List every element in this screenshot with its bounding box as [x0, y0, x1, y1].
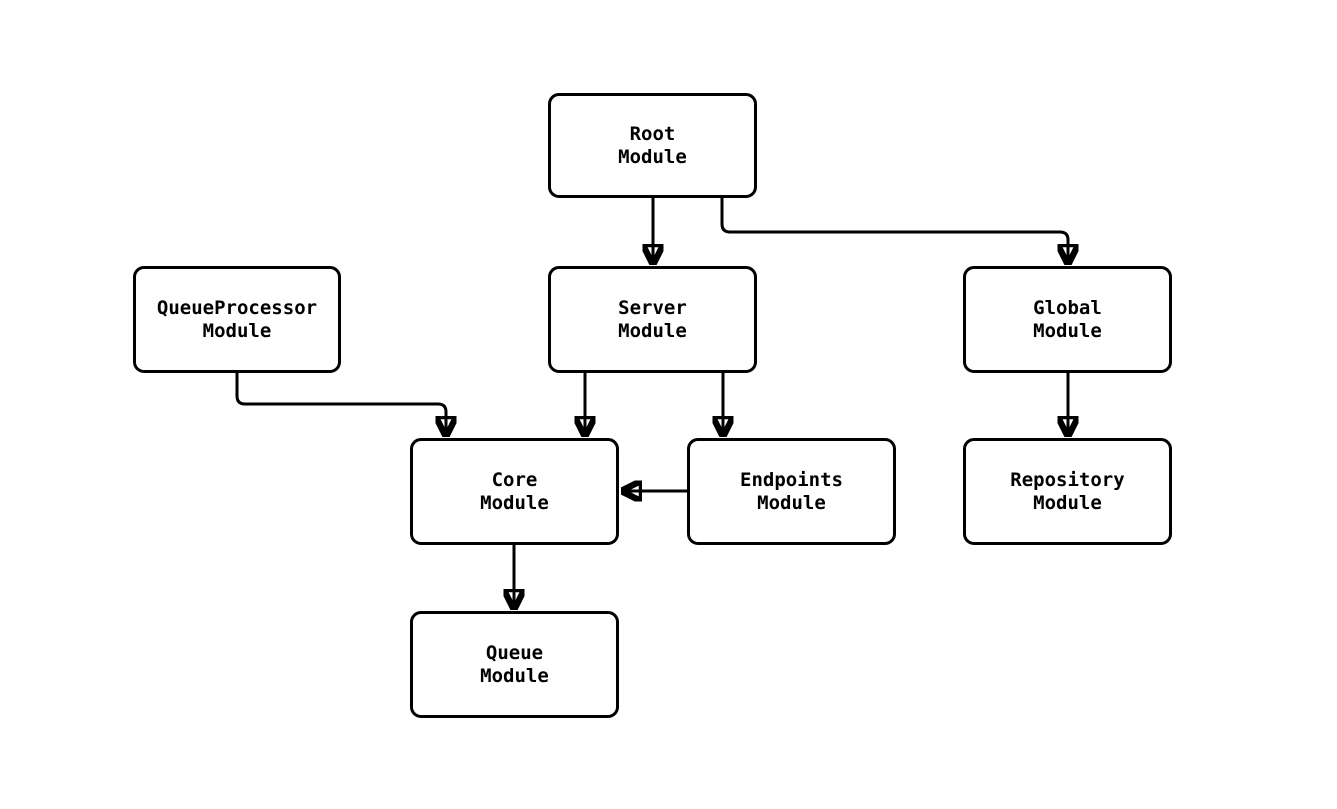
- node-core: Core Module: [410, 438, 619, 545]
- node-queueprocessor: QueueProcessor Module: [133, 266, 341, 373]
- node-queue: Queue Module: [410, 611, 619, 718]
- edge-queueprocessor-core: [235, 373, 446, 435]
- node-label-global: Global Module: [1033, 296, 1102, 342]
- node-label-server: Server Module: [618, 296, 687, 342]
- edges-group: [235, 198, 1068, 608]
- node-label-endpoints: Endpoints Module: [740, 468, 843, 514]
- node-root: Root Module: [548, 93, 757, 198]
- node-repository: Repository Module: [963, 438, 1172, 545]
- node-label-repository: Repository Module: [1010, 468, 1125, 514]
- node-label-queueprocessor: QueueProcessor Module: [156, 296, 318, 342]
- node-label-root: Root Module: [618, 122, 687, 168]
- node-label-queue: Queue Module: [480, 641, 549, 687]
- edge-root-global: [720, 198, 1068, 263]
- node-server: Server Module: [548, 266, 757, 373]
- node-endpoints: Endpoints Module: [687, 438, 896, 545]
- node-label-core: Core Module: [480, 468, 549, 514]
- node-global: Global Module: [963, 266, 1172, 373]
